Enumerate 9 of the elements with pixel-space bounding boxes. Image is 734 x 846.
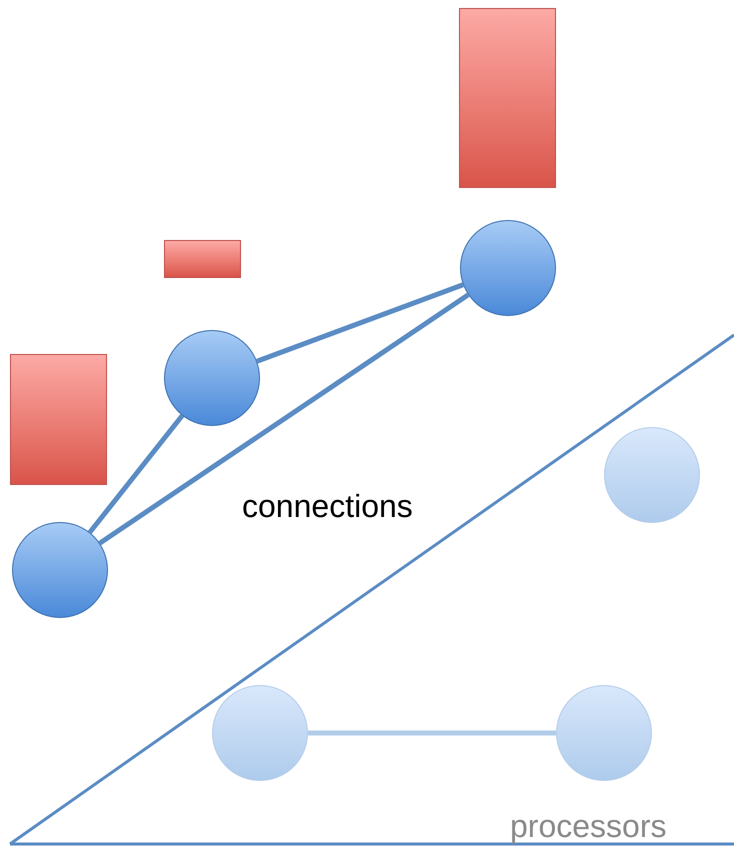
connection-line [256,282,464,364]
bar [459,8,556,188]
connection-line [88,414,184,534]
connection-line [98,292,470,546]
connection-line [308,730,556,736]
bar [164,240,241,278]
bar [10,354,107,485]
axis-label: processors [510,807,666,846]
axis-label: connections [242,487,413,526]
